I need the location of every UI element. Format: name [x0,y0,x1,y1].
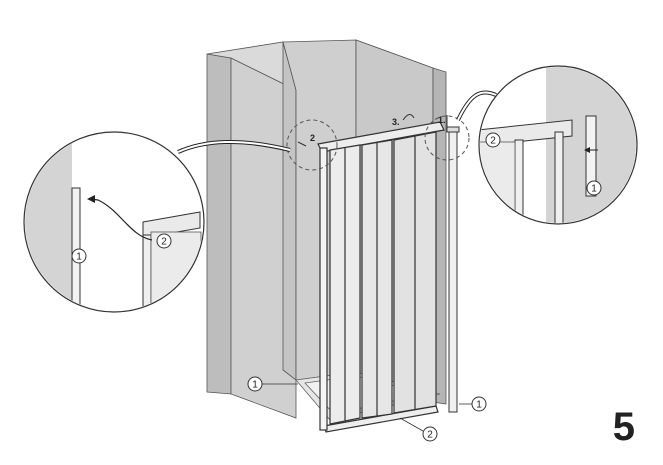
right-detail-callout-2-ring [485,132,501,148]
callout-ring-right-post [471,396,487,412]
callout-right-post: 1 [476,400,482,411]
right-detail-rail [480,119,573,147]
back-wall-inner-left [282,41,297,381]
callout-line-bottom-frame [399,417,424,432]
step-3-arrow [402,114,415,121]
right-detail-callout-1: 1 [591,184,597,195]
wall-post-right-body [448,129,458,413]
left-detail-arrow [89,198,153,241]
connector-right-inner [457,91,497,121]
connector-left-inner [177,140,291,153]
left-wall-face [206,53,232,395]
wall-post-right [446,126,460,413]
right-detail-bubble: 2 1 [478,65,638,225]
page-number: 5 [612,405,635,449]
right-detail-callout-2: 2 [490,136,496,147]
left-detail-glass [150,231,202,311]
sliding-door [317,121,445,433]
right-detail-frame-2 [554,131,564,223]
step-1-label: 1. [438,115,446,125]
left-detail-callout-2: 2 [161,237,167,248]
left-detail-frame [142,234,152,311]
left-detail-bubble: 1 2 [23,131,205,313]
detail-marker-right [424,115,470,161]
left-detail-wall [25,133,72,311]
door-left-frame [319,147,328,431]
wall-post-right-cap [446,126,460,133]
step-3-label: 3. [392,117,400,127]
right-detail-callout-1-ring [586,180,602,196]
step-2-arrow [297,141,307,147]
left-detail-callout-1-ring [71,248,87,264]
left-detail-rail [142,211,201,239]
left-detail-callout-1: 1 [76,252,82,263]
callout-ring-left-post [247,376,263,392]
right-detail-glass [480,141,516,223]
right-detail-arrowhead [584,147,590,153]
right-detail-post [585,115,597,197]
callout-left-post: 1 [252,380,258,391]
detail-marker-left [286,119,338,171]
step-2-label: 2 [310,133,315,143]
callout-bottom-frame: 2 [427,430,433,441]
right-detail-frame [514,139,524,223]
callout-ring-bottom-frame [422,426,438,442]
left-detail-arrowhead [87,195,95,203]
main-callouts: 1 1 2 [247,376,487,442]
left-detail-callout-2-ring [156,233,172,249]
